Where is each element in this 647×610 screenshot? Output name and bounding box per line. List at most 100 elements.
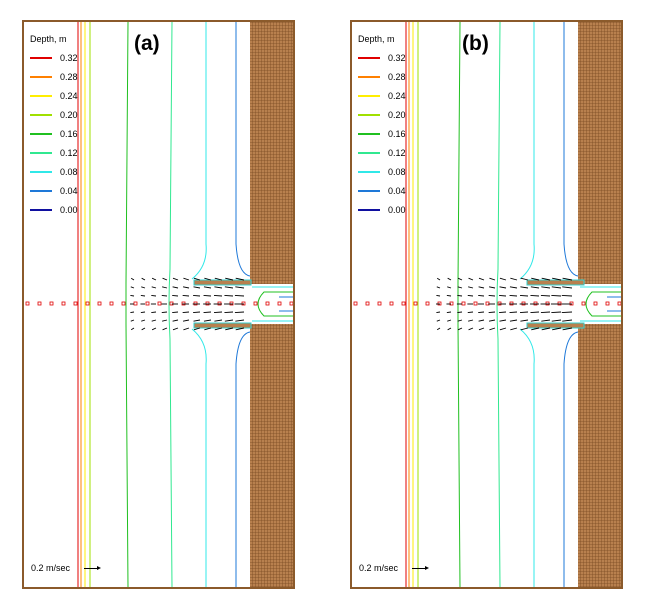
velocity-vector — [141, 319, 146, 322]
legend-label: 0.08 — [60, 166, 78, 177]
velocity-vector — [161, 311, 168, 314]
legend-label: 0.12 — [388, 147, 406, 158]
contour-line — [563, 22, 579, 587]
velocity-vector — [234, 311, 245, 314]
velocity-vector — [488, 294, 496, 297]
legend-label: 0.00 — [60, 204, 78, 215]
velocity-vector — [193, 319, 201, 322]
velocity-vector — [509, 319, 518, 322]
velocity-vector — [436, 319, 441, 322]
velocity-vector — [540, 294, 551, 297]
marker-square — [85, 301, 90, 306]
velocity-vector — [183, 277, 190, 281]
contour-line — [457, 22, 461, 587]
velocity-vector — [203, 294, 212, 297]
velocity-vector — [182, 311, 190, 314]
marker-square — [449, 301, 454, 306]
legend-label: 0.28 — [60, 71, 78, 82]
legend-swatch — [30, 94, 52, 97]
marker-square — [145, 301, 150, 306]
velocity-vector — [509, 294, 518, 297]
legend-row: 0.28 — [30, 67, 78, 86]
velocity-vector — [530, 311, 540, 314]
marker-square — [49, 301, 54, 306]
marker-square — [533, 301, 538, 306]
legend-row: 0.28 — [358, 67, 406, 86]
contour-line — [125, 22, 129, 587]
velocity-vector — [468, 286, 474, 289]
legend-row: 0.08 — [30, 162, 78, 181]
marker-square — [389, 301, 394, 306]
velocity-vector — [162, 327, 168, 331]
legend-swatch — [30, 189, 52, 192]
marker-square — [205, 301, 210, 306]
velocity-vector — [203, 311, 212, 314]
velocity-vector — [172, 286, 179, 289]
velocity-vector — [162, 277, 168, 281]
legend-swatch — [358, 75, 380, 78]
velocity-vector — [478, 277, 485, 281]
velocity-vector — [235, 277, 245, 281]
velocity-vector — [204, 277, 212, 281]
legend-row: 0.20 — [358, 105, 406, 124]
velocity-vector — [541, 286, 551, 289]
velocity-vector — [447, 327, 452, 331]
velocity-vector — [214, 319, 223, 322]
wall-block — [250, 22, 293, 284]
marker-square — [193, 301, 198, 306]
velocity-vector — [457, 277, 463, 281]
velocity-vector — [551, 286, 562, 289]
velocity-vector — [141, 327, 146, 331]
velocity-vector — [519, 311, 529, 314]
legend-swatch — [358, 151, 380, 154]
velocity-vector — [130, 277, 135, 281]
marker-square — [181, 301, 186, 306]
legend-swatch — [358, 56, 380, 59]
legend-swatch — [30, 151, 52, 154]
velocity-vector — [182, 294, 190, 297]
marker-square — [377, 301, 382, 306]
velocity-vector — [499, 286, 507, 289]
marker-square — [169, 301, 174, 306]
velocity-vector — [467, 311, 474, 314]
velocity-vector — [457, 319, 463, 322]
marker-square — [121, 301, 126, 306]
velocity-vector — [562, 277, 573, 281]
velocity-vector — [510, 327, 518, 331]
legend-row: 0.32 — [30, 48, 78, 67]
legend-label: 0.32 — [60, 52, 78, 63]
legend-row: 0.16 — [358, 124, 406, 143]
contour-line — [257, 291, 293, 317]
contour-line — [252, 286, 293, 322]
legend-swatch — [30, 208, 52, 211]
contour-plot-b — [353, 22, 621, 587]
velocity-vector — [193, 286, 201, 289]
velocity-vector — [561, 294, 573, 297]
velocity-vector — [183, 327, 190, 331]
velocity-vector — [151, 286, 157, 289]
velocity-vector — [488, 319, 496, 322]
velocity-vector — [436, 277, 441, 281]
velocity-vector — [499, 327, 507, 331]
legend-label: 0.20 — [388, 109, 406, 120]
legend-label: 0.24 — [60, 90, 78, 101]
velocity-vector — [214, 327, 223, 331]
velocity-vector — [162, 319, 168, 322]
velocity-vector — [436, 327, 441, 331]
legend-row: 0.08 — [358, 162, 406, 181]
velocity-vector — [141, 286, 146, 289]
marker-square — [277, 301, 282, 306]
marker-square — [605, 301, 610, 306]
velocity-vector — [510, 277, 518, 281]
velocity-vector — [436, 311, 441, 314]
velocity-vector — [130, 327, 135, 331]
velocity-vector — [151, 294, 157, 297]
velocity-vector — [478, 311, 485, 314]
velocity-vector — [140, 294, 146, 297]
velocity-vector — [530, 319, 540, 322]
marker-square — [593, 301, 598, 306]
velocity-vector — [499, 294, 507, 297]
velocity-scale-arrow-icon — [412, 566, 429, 570]
